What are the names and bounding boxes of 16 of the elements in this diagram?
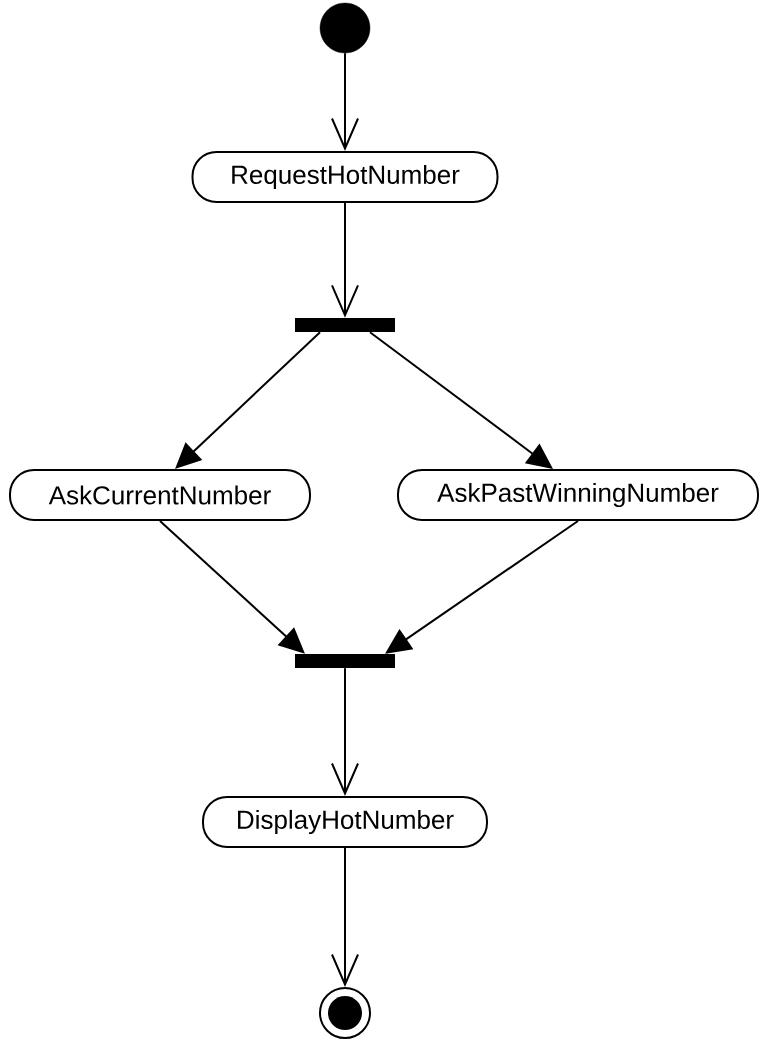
arrow [331,847,359,987]
initial-node [319,2,371,54]
sync-bar [295,318,395,332]
activity-box: DisplayHotNumber [202,796,488,848]
arrow [331,52,359,151]
arrow [331,202,359,318]
sync-bar [295,654,395,668]
arrow [159,520,305,654]
arrow [175,331,321,469]
activity-box: AskCurrentNumber [9,469,311,521]
activity-box: RequestHotNumber [191,151,499,203]
arrow [369,331,553,469]
activity-box: AskPastWinningNumber [397,469,759,521]
final-node [319,987,371,1039]
arrow [385,520,579,654]
arrow [331,667,359,796]
